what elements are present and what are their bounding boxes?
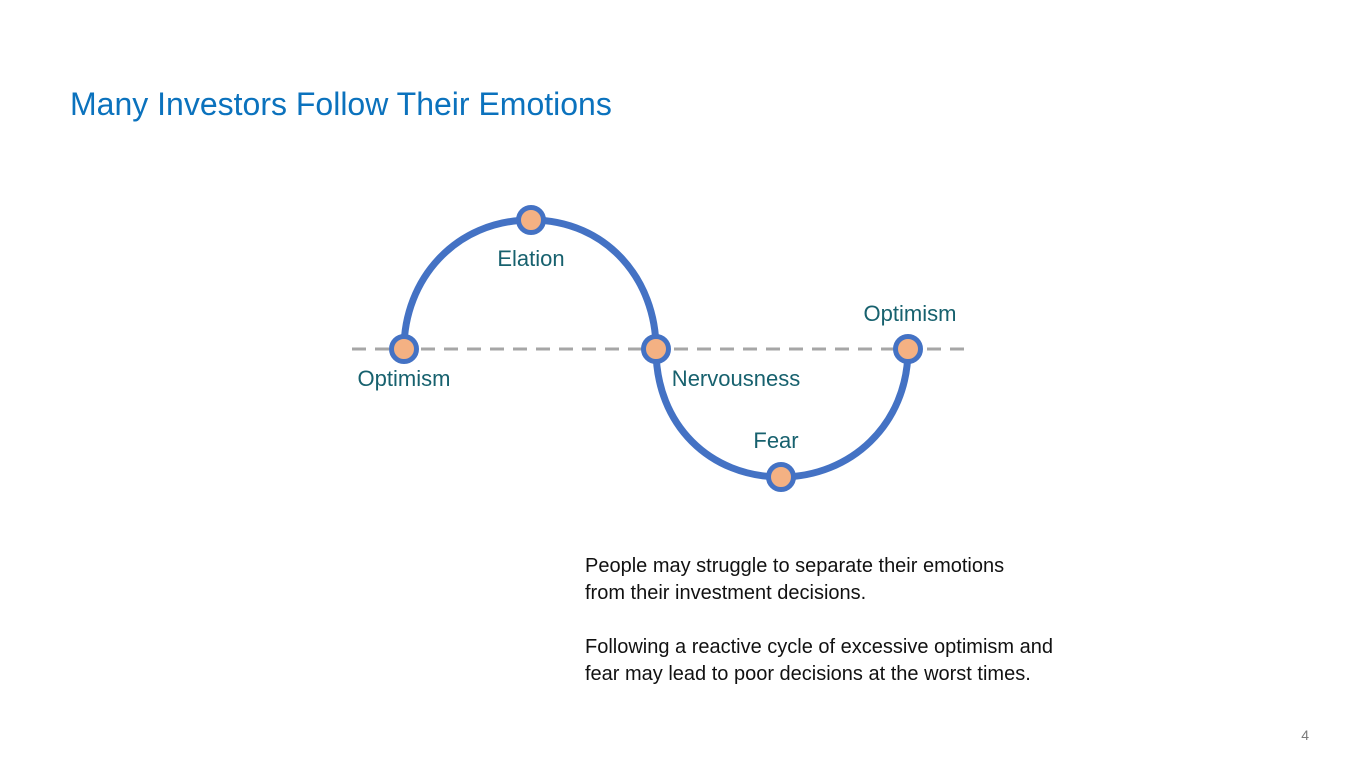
slide-title: Many Investors Follow Their Emotions	[70, 86, 612, 122]
label-nervousness: Nervousness	[671, 366, 801, 391]
page-number: 4	[1301, 727, 1309, 743]
cycle-node-fear	[766, 462, 796, 492]
label-optimism-end: Optimism	[863, 301, 957, 326]
paragraph-1-line-2: from their investment decisions.	[585, 582, 867, 604]
cycle-node-elation	[516, 205, 546, 235]
body-text: People may struggle to separate their em…	[585, 553, 1105, 715]
paragraph-1-line-1: People may struggle to separate their em…	[585, 555, 1005, 577]
paragraph-2: Following a reactive cycle of excessive …	[585, 634, 1105, 688]
cycle-node-optimism-start	[389, 334, 419, 364]
paragraph-2-line-2: fear may lead to poor decisions at the w…	[585, 663, 1031, 685]
paragraph-2-line-1: Following a reactive cycle of excessive …	[585, 636, 1053, 658]
cycle-node-optimism-end	[893, 334, 923, 364]
label-fear: Fear	[753, 428, 799, 453]
label-elation: Elation	[497, 246, 565, 271]
paragraph-1: People may struggle to separate their em…	[585, 553, 1105, 607]
label-optimism-start: Optimism	[357, 366, 451, 391]
cycle-node-nervousness	[641, 334, 671, 364]
